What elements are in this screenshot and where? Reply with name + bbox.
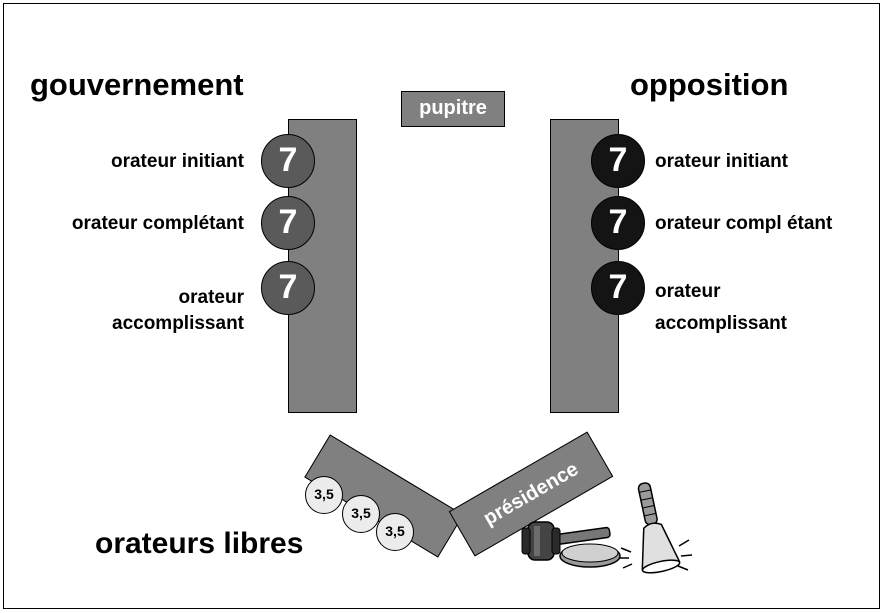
government-speaker-3-label-line1: orateur — [178, 287, 244, 308]
gavel-icon — [521, 521, 621, 568]
opposition-speaker-3-time-badge: 7 — [591, 261, 645, 315]
opposition-speaker-2-time-badge: 7 — [591, 196, 645, 250]
free-speaker-3-time-badge: 3,5 — [376, 513, 414, 551]
government-speaker-2-time-badge: 7 — [261, 196, 315, 250]
government-speaker-1-label: orateur initiant — [110, 151, 244, 172]
government-speaker-2-label: orateur complétant — [71, 213, 244, 234]
government-speaker-3-time-badge: 7 — [261, 261, 315, 315]
free-speaker-2-time-badge: 3,5 — [342, 495, 380, 533]
opposition-speaker-1-label: orateur initiant — [655, 151, 789, 172]
government-title: gouvernement — [30, 67, 244, 102]
lectern-label: pupitre — [419, 97, 487, 119]
opposition-speaker-2-label: orateur compl étant — [655, 213, 833, 234]
opposition-speaker-3-label-line2: accomplissant — [655, 313, 787, 334]
bell-icon — [619, 482, 693, 574]
lectern-box: pupitre — [401, 91, 505, 127]
opposition-title: opposition — [630, 67, 789, 102]
free-speakers-title: orateurs libres — [95, 527, 304, 560]
opposition-speaker-3-label-line1: orateur — [655, 281, 721, 302]
government-speaker-3-label-line2: accomplissant — [112, 313, 244, 334]
government-speaker-1-time-badge: 7 — [261, 134, 315, 188]
opposition-speaker-1-time-badge: 7 — [591, 134, 645, 188]
diagram-frame — [3, 3, 880, 609]
free-speaker-1-time-badge: 3,5 — [305, 476, 343, 514]
